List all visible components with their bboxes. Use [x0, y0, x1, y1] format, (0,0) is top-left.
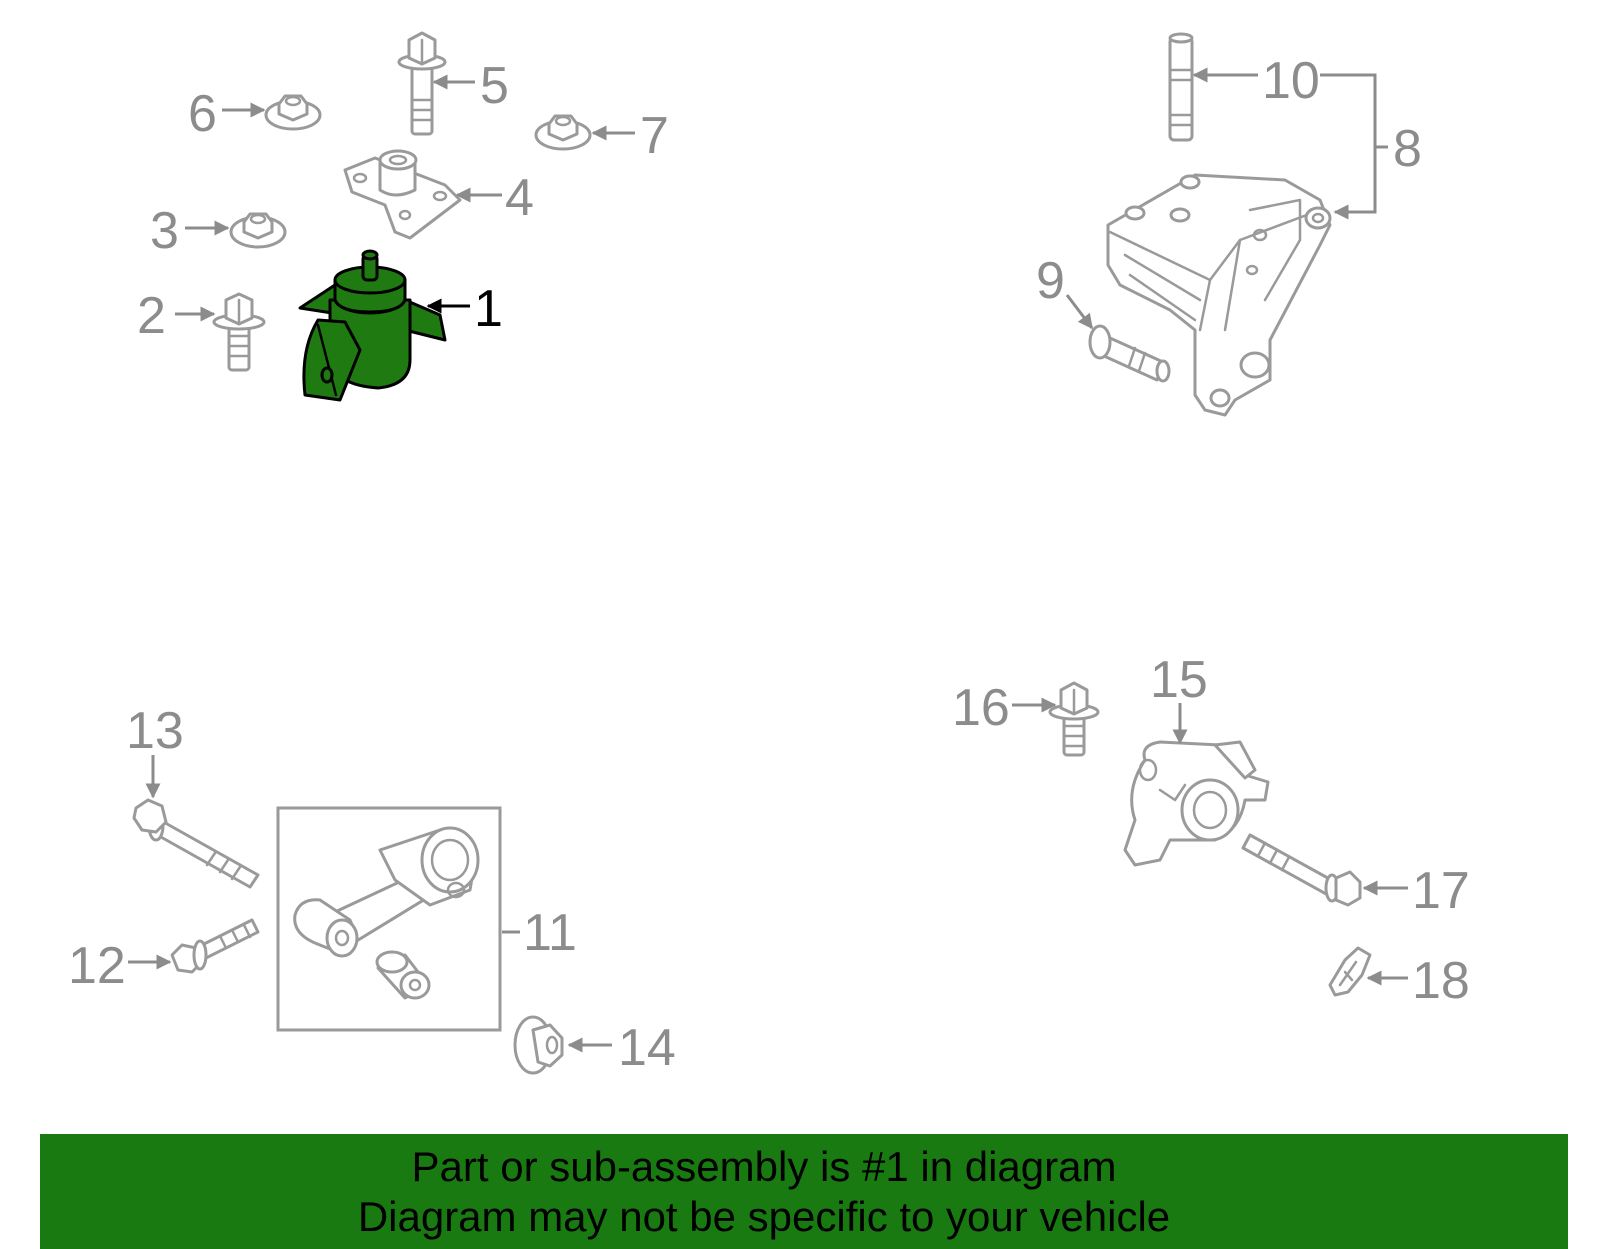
- part-4-bracket[interactable]: [343, 149, 462, 240]
- callout-7[interactable]: 7: [640, 107, 669, 165]
- footer-line-1: Part or sub-assembly is #1 in diagram: [411, 1142, 1117, 1190]
- part-10-stud[interactable]: [1168, 32, 1194, 142]
- callout-8[interactable]: 8: [1393, 120, 1422, 178]
- part-12-bolt[interactable]: [170, 918, 260, 974]
- part-16-bolt[interactable]: [1048, 681, 1100, 757]
- footer-banner: Part or sub-assembly is #1 in diagram Di…: [40, 1134, 1568, 1249]
- callout-1[interactable]: 1: [474, 280, 503, 338]
- part-7-flange-nut[interactable]: [534, 114, 592, 151]
- part-5-bolt[interactable]: [397, 31, 447, 136]
- part-14-flange-nut[interactable]: [513, 1015, 564, 1075]
- callout-10[interactable]: 10: [1262, 52, 1320, 110]
- part-9-bolt[interactable]: [1088, 324, 1171, 383]
- callout-2[interactable]: 2: [137, 287, 166, 345]
- part-11-torque-rod-kit[interactable]: [276, 806, 502, 1032]
- part-13-long-bolt[interactable]: [132, 798, 260, 889]
- part-15-transmission-mount[interactable]: [1123, 740, 1270, 867]
- part-3-flange-nut[interactable]: [229, 212, 287, 249]
- part-18-clip[interactable]: [1328, 946, 1372, 997]
- callout-6[interactable]: 6: [188, 85, 217, 143]
- part-6-flange-nut[interactable]: [264, 94, 322, 131]
- part-17-long-bolt[interactable]: [1241, 833, 1362, 907]
- callout-17[interactable]: 17: [1412, 862, 1470, 920]
- callout-labels: 1 2 3 4 5 6 7 8 9 10 11 12 13 14 15 16 1…: [68, 52, 1470, 1077]
- callout-15[interactable]: 15: [1150, 651, 1208, 709]
- part-8-mounting-bracket[interactable]: [1106, 173, 1332, 417]
- callout-13[interactable]: 13: [126, 702, 184, 760]
- part-1-engine-mount[interactable]: [298, 249, 447, 402]
- callout-11[interactable]: 11: [523, 904, 577, 962]
- part-2-bolt[interactable]: [212, 292, 266, 372]
- callout-14[interactable]: 14: [618, 1019, 676, 1077]
- footer-line-2: Diagram may not be specific to your vehi…: [357, 1192, 1171, 1240]
- callout-16[interactable]: 16: [952, 679, 1010, 737]
- callout-4[interactable]: 4: [505, 169, 534, 227]
- callout-9[interactable]: 9: [1036, 252, 1065, 310]
- leader-lines: [128, 67, 1408, 1053]
- callout-3[interactable]: 3: [150, 202, 179, 260]
- callout-5[interactable]: 5: [480, 57, 509, 115]
- callout-18[interactable]: 18: [1412, 952, 1470, 1010]
- callout-12[interactable]: 12: [68, 937, 126, 995]
